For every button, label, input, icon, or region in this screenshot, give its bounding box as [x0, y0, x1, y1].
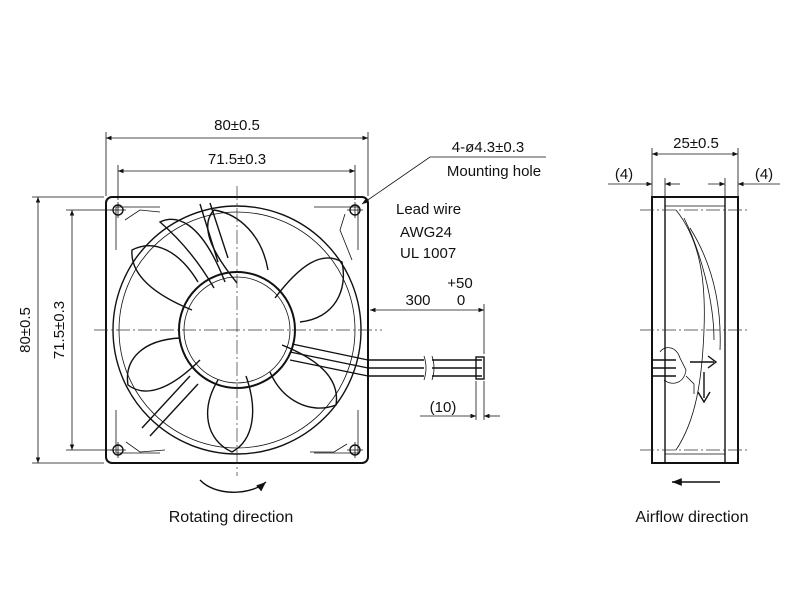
dim-hole-pitch-height: 71.5±0.3 [51, 301, 68, 359]
lead-wire-gauge: AWG24 [400, 224, 452, 241]
dim-overall-height: 80±0.5 [17, 307, 34, 353]
mounting-holes [110, 202, 363, 458]
rotation-arrow [199, 479, 267, 493]
lead-wire-standard: UL 1007 [400, 245, 456, 262]
blade [131, 245, 199, 311]
front-view [94, 186, 485, 493]
dim-thickness: 25±0.5 [673, 135, 719, 152]
dim-lead-length: 300 [405, 292, 430, 309]
dim-flange-left: (4) [615, 166, 633, 183]
spoke-top [199, 202, 229, 263]
mounting-hole-spec: 4-ø4.3±0.3 [452, 139, 524, 156]
front-dimensions: 80±0.5 71.5±0.3 80±0.5 71.5±0.3 4-ø4.3±0… [17, 117, 546, 464]
dim-lead-tol-minus: 0 [457, 292, 465, 309]
dim-overall-width: 80±0.5 [214, 117, 260, 134]
blade [158, 218, 226, 289]
spoke-bottom [141, 375, 199, 437]
dim-flange-right: (4) [755, 166, 773, 183]
dim-strip-length: (10) [430, 399, 457, 416]
dim-lead-tol-plus: +50 [447, 275, 472, 292]
airflow-direction-caption: Airflow direction [636, 509, 749, 526]
mounting-hole-label: Mounting hole [447, 163, 541, 180]
blade [126, 337, 201, 392]
airflow-indicator-arrow [697, 372, 711, 404]
side-dimensions: 25±0.5 (4) (4) [608, 135, 780, 196]
blade [206, 209, 269, 284]
rotation-indicator-arrow [690, 355, 718, 369]
blade [274, 257, 344, 323]
wire-spoke [289, 343, 369, 377]
fan-blades [126, 209, 344, 453]
lead-wires [368, 355, 485, 381]
blade [269, 344, 338, 409]
blade [206, 375, 254, 453]
lead-wire-label: Lead wire [396, 201, 461, 218]
side-view [640, 196, 750, 486]
dim-hole-pitch-width: 71.5±0.3 [208, 151, 266, 168]
rotating-direction-caption: Rotating direction [169, 509, 294, 526]
